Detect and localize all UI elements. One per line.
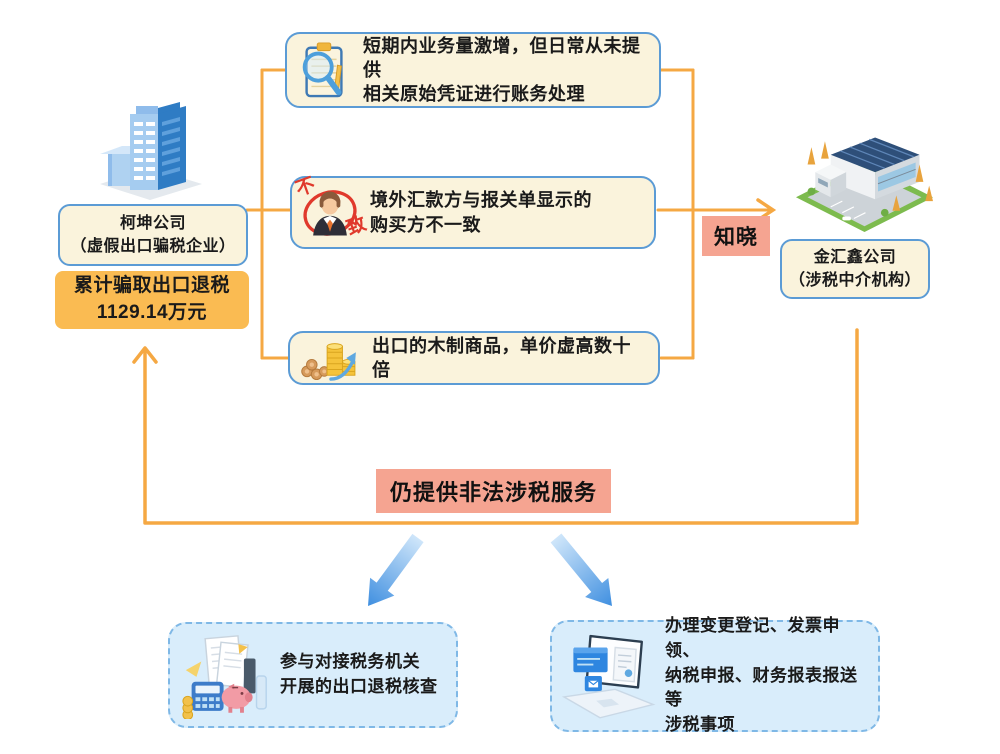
- left-company-building-icon: [92, 100, 207, 200]
- service-line: 办理变更登记、发票申领、: [665, 616, 840, 661]
- service-box-tax-audit: 参与对接税务机关 开展的出口退税核查: [168, 622, 458, 728]
- finding-box-inflated-price: 出口的木制商品，单价虚高数十倍: [288, 331, 660, 385]
- service-box-tax-filing: 办理变更登记、发票申领、 纳税申报、财务报表报送等 涉税事项: [550, 616, 880, 734]
- finding-box-buyer-mismatch: 不 致 境外汇款方与报关单显示的 购买方不一致: [290, 174, 656, 249]
- return-path-arrow: [132, 328, 859, 525]
- right-company-subtitle: （涉税中介机构）: [788, 272, 921, 289]
- right-bracket-lines: [656, 68, 777, 360]
- finding-line: 出口的木制商品，单价虚高数十倍: [372, 335, 631, 380]
- clipboard-magnifier-icon: [295, 40, 353, 100]
- mismatch-person-icon: 不 致: [293, 174, 369, 242]
- down-right-arrow: [550, 533, 612, 606]
- right-company-building-icon: [792, 122, 937, 232]
- left-company-name: 柯坤公司: [119, 214, 186, 232]
- service-line: 涉税事项: [665, 714, 735, 734]
- stat-line1: 累计骗取出口退税: [73, 275, 230, 297]
- down-left-arrow: [368, 533, 424, 606]
- illegal-service-tag: 仍提供非法涉税服务: [376, 469, 612, 513]
- left-company-subtitle: （虚假出口骗税企业）: [70, 238, 236, 255]
- left-company-label-box: 柯坤公司 （虚假出口骗税企业）: [58, 204, 248, 266]
- finding-line: 境外汇款方与报关单显示的: [370, 190, 592, 211]
- stat-line2: 1129.14万元: [96, 302, 208, 323]
- right-company-name: 金汇鑫公司: [813, 248, 897, 266]
- right-company-label-box: 金汇鑫公司 （涉税中介机构）: [780, 239, 930, 299]
- finding-box-business-surge: 短期内业务量激增，但日常从未提供 相关原始凭证进行账务处理: [285, 32, 661, 108]
- left-company-stat-box: 累计骗取出口退税 1129.14万元: [55, 271, 249, 329]
- coins-price-up-icon: [298, 335, 362, 381]
- tax-audit-illustration: [180, 631, 272, 719]
- finding-line: 购买方不一致: [370, 214, 481, 235]
- laptop-filing-illustration: [562, 631, 657, 721]
- finding-line: 相关原始凭证进行账务处理: [363, 84, 585, 105]
- stamp-char-top: 不: [292, 173, 319, 201]
- left-bracket-lines: [245, 68, 292, 360]
- service-line: 参与对接税务机关: [280, 652, 420, 672]
- service-line: 纳税申报、财务报表报送等: [665, 665, 858, 710]
- finding-line: 短期内业务量激增，但日常从未提供: [363, 35, 641, 80]
- service-line: 开展的出口退税核查: [280, 677, 438, 696]
- aware-tag: 知晓: [702, 216, 770, 256]
